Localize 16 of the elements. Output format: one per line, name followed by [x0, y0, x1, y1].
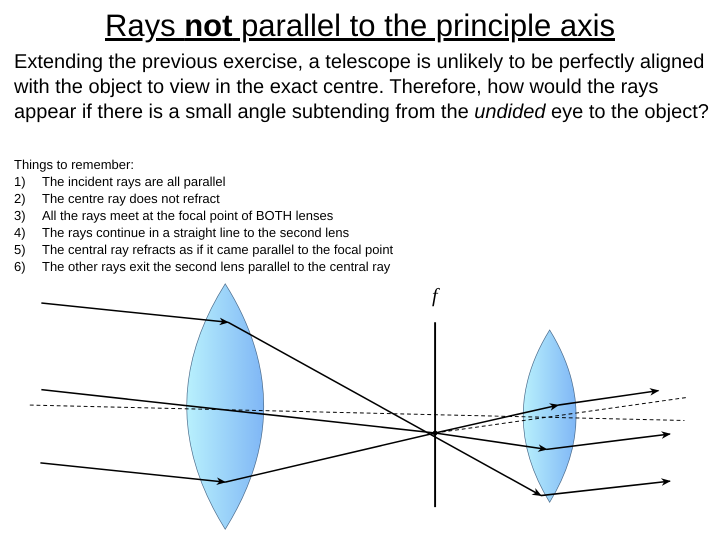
list-heading: Things to remember:: [14, 156, 134, 173]
list-item: The incident rays are all parallel: [42, 173, 226, 190]
list-item: The centre ray does not refract: [42, 190, 220, 207]
list-number: 6): [14, 258, 27, 275]
list-number: 5): [14, 241, 27, 258]
list-item: The other rays exit the second lens parallel to the central ray: [42, 258, 390, 275]
list-number: 4): [14, 224, 27, 241]
list-number: 1): [14, 173, 27, 190]
focal-length-label: f: [432, 285, 438, 307]
list-item: The rays continue in a straight line to the second lens: [42, 224, 350, 241]
list-number: 2): [14, 190, 27, 207]
list-number: 3): [14, 207, 27, 224]
slide-title: Rays not parallel to the principle axis: [105, 7, 615, 45]
list-item: The central ray refracts as if it came parallel to the focal point: [42, 241, 394, 258]
question-paragraph: Extending the previous exercise, a telescope is unlikely to be perfectly aligned with the object to view in the exact centre. Therefore, how would the rays appear if there is a small angle subtending from the undided eye to the object?: [14, 50, 710, 125]
list-item: All the rays meet at the focal point of BOTH lenses: [42, 207, 334, 224]
